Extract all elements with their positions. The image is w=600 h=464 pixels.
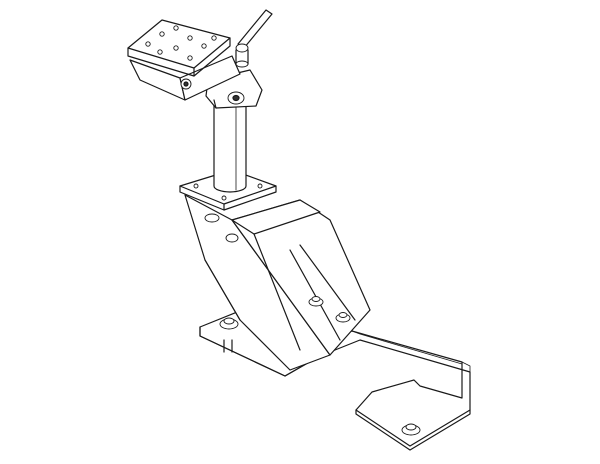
floor-bolt-right xyxy=(401,423,421,436)
support-bolts xyxy=(308,296,351,323)
floor-bolt-left xyxy=(219,317,239,353)
tilt-bracket xyxy=(129,55,241,101)
vertical-post xyxy=(213,93,247,193)
top-mounting-plate xyxy=(127,19,231,77)
slanted-support xyxy=(184,194,371,371)
clamp-lever xyxy=(235,9,273,68)
